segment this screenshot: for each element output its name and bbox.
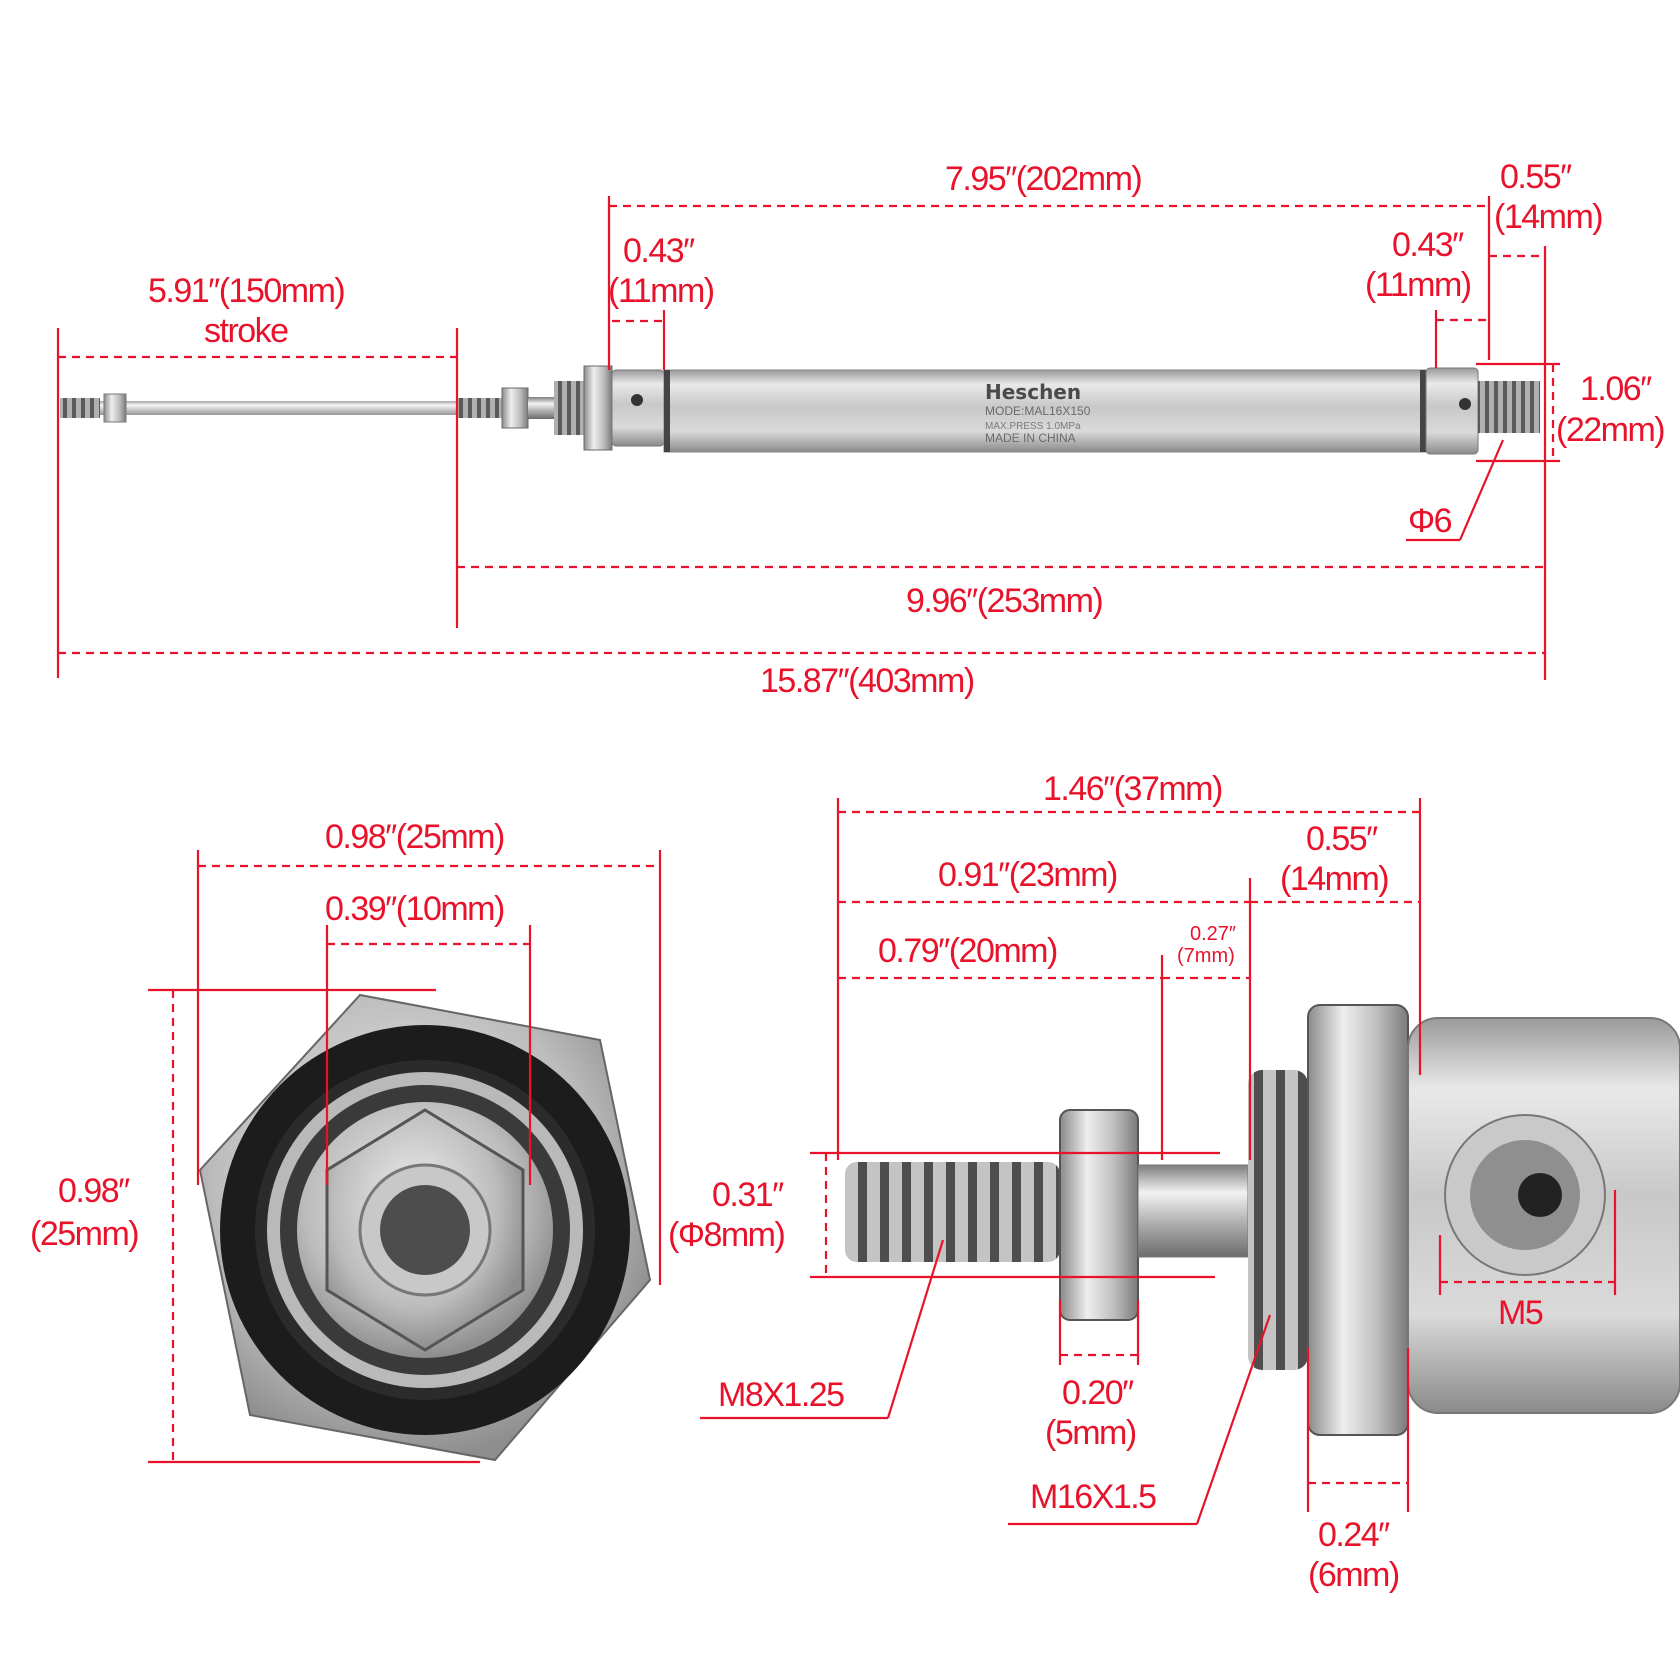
- side-thread-length-label: 0.91″(23mm): [938, 856, 1117, 894]
- side-neck-mm-label: (7mm): [1177, 945, 1235, 967]
- top-view-dimensions: 5.91″(150mm) stroke 7.95″(202mm) 0.43″ (…: [56, 158, 1666, 700]
- extended-rod-nut: [103, 393, 127, 423]
- side-cap-mm-label: (14mm): [1280, 860, 1388, 898]
- side-rod-thread: [845, 1162, 1060, 1262]
- end-height-in-label: 0.98″: [58, 1172, 130, 1210]
- stroke-word-label: stroke: [204, 312, 288, 350]
- end-height-mm-label: (25mm): [30, 1215, 138, 1253]
- pressure-label: MAX.PRESS 1.0MPa: [985, 421, 1081, 432]
- mount-thread-label: M16X1.5: [1030, 1478, 1156, 1516]
- brand-label: Heschen: [985, 380, 1081, 404]
- side-neck-in-label: 0.27″: [1190, 923, 1236, 945]
- end-view: [198, 993, 652, 1462]
- side-hex-mm-label: (6mm): [1308, 1556, 1399, 1594]
- end-view-dimensions: 0.98″(25mm) 0.39″(10mm) 0.98″ (25mm): [30, 818, 662, 1464]
- rear-thread: [1478, 381, 1540, 433]
- side-hex-in-label: 0.24″: [1318, 1516, 1390, 1554]
- across-flats-label: 0.98″(25mm): [325, 818, 504, 856]
- side-hex-nut: [1307, 1004, 1409, 1436]
- front-cap-in-label: 0.43″: [623, 232, 695, 270]
- rear-port: [1459, 398, 1471, 410]
- side-view-dimensions: 1.46″(37mm) 0.91″(23mm) 0.55″ (14mm) 0.7…: [668, 770, 1617, 1594]
- origin-label: MADE IN CHINA: [985, 431, 1076, 445]
- diameter-mm-label: (22mm): [1556, 411, 1664, 449]
- side-rod-dia-in-label: 0.31″: [712, 1176, 784, 1214]
- side-view: [845, 1004, 1680, 1436]
- port-bore-label: Φ6: [1408, 502, 1452, 540]
- rod-thread-label: M8X1.25: [718, 1376, 844, 1414]
- side-rod-length-label: 0.79″(20mm): [878, 932, 1057, 970]
- rear-cap-in-label: 0.43″: [1392, 226, 1464, 264]
- extended-rod-thread: [60, 398, 100, 418]
- extended-rod: [60, 401, 460, 415]
- side-rod-nut: [1059, 1109, 1139, 1321]
- side-rod-dia-mm-label: (Φ8mm): [668, 1216, 785, 1254]
- front-port: [631, 394, 643, 406]
- stroke-dim-label: 5.91″(150mm): [148, 272, 344, 310]
- rear-cap: [1425, 367, 1479, 455]
- side-rod-neck: [1137, 1164, 1249, 1258]
- rod-nut: [501, 387, 529, 429]
- diameter-in-label: 1.06″: [1580, 370, 1652, 408]
- nut-width-label: 0.39″(10mm): [325, 890, 504, 928]
- side-total-label: 1.46″(37mm): [1043, 770, 1222, 808]
- side-nut-in-label: 0.20″: [1062, 1374, 1134, 1412]
- mount-nut: [583, 365, 613, 451]
- extended-length-label: 15.87″(403mm): [760, 662, 974, 700]
- rear-cap-mm-label: (11mm): [1365, 266, 1471, 304]
- end-rod-face: [380, 1185, 470, 1275]
- rod-neck: [528, 397, 554, 419]
- rear-port-mm-label: (14mm): [1494, 198, 1602, 236]
- cylinder-top-view: Heschen MODE:MAL16X150 MAX.PRESS 1.0MPa …: [60, 365, 1540, 455]
- rear-port-in-label: 0.55″: [1500, 158, 1572, 196]
- side-mount-thread: [1248, 1070, 1308, 1370]
- mount-thread: [554, 381, 584, 435]
- body-length-label: 7.95″(202mm): [945, 160, 1141, 198]
- port-thread-label: M5: [1498, 1294, 1543, 1332]
- side-cap-in-label: 0.55″: [1306, 820, 1378, 858]
- rod-thread: [456, 398, 502, 418]
- model-label: MODE:MAL16X150: [985, 404, 1091, 418]
- side-nut-mm-label: (5mm): [1045, 1414, 1136, 1452]
- front-cap: [611, 369, 665, 447]
- front-cap-mm-label: (11mm): [608, 272, 714, 310]
- retracted-length-label: 9.96″(253mm): [906, 582, 1102, 620]
